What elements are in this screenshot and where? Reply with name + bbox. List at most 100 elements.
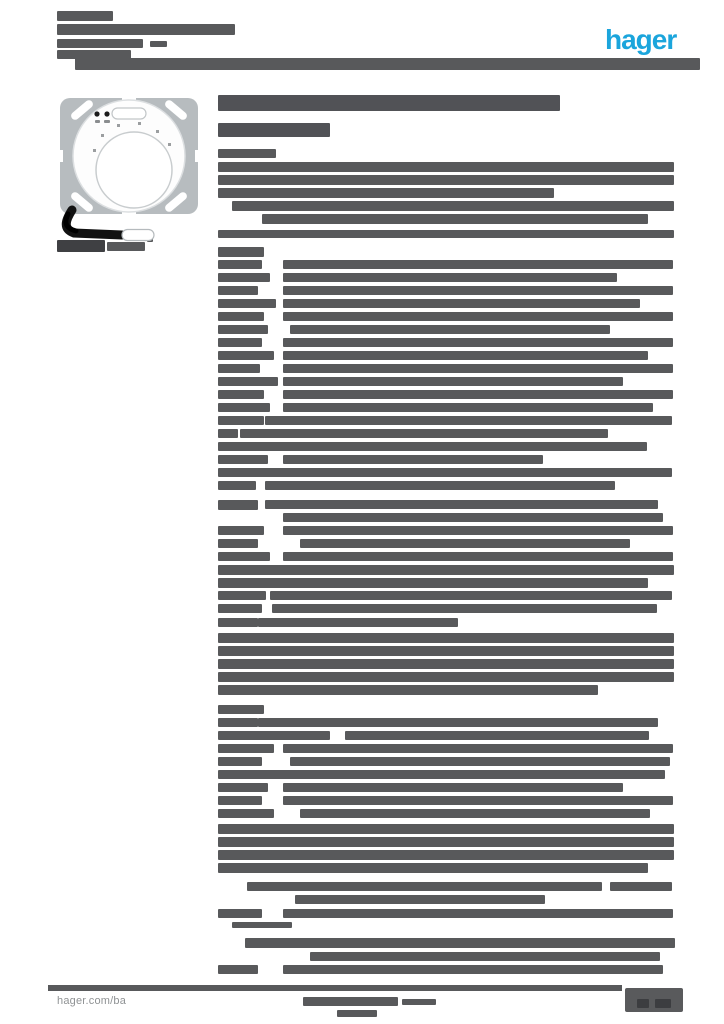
redacted-text-line	[218, 481, 256, 490]
redacted-text-line	[218, 850, 674, 860]
redacted-text-line	[218, 578, 648, 588]
redacted-text-line	[283, 513, 663, 522]
redacted-text-line	[218, 299, 276, 308]
hager-logo: hager	[605, 24, 677, 55]
redacted-text-line	[265, 416, 672, 425]
redacted-text-line	[218, 429, 238, 438]
redacted-text-line	[283, 312, 673, 321]
redacted-text-line	[300, 809, 650, 818]
redacted-text-line	[218, 783, 268, 792]
redacted-text-line	[57, 50, 131, 59]
redacted-text-line	[283, 364, 673, 373]
redacted-text-line	[283, 744, 673, 753]
redacted-text-line	[283, 455, 543, 464]
redacted-text-line	[245, 770, 665, 779]
redacted-text-line	[218, 565, 674, 575]
redacted-text-line	[218, 633, 674, 643]
redacted-text-line	[283, 260, 673, 269]
redacted-text-line	[218, 364, 260, 373]
redacted-text-line	[218, 909, 262, 918]
redacted-text-line	[218, 646, 674, 656]
redacted-text-line	[218, 286, 258, 295]
redacted-text-line	[57, 240, 105, 252]
redacted-text-line	[75, 58, 700, 70]
redacted-text-line	[218, 377, 278, 386]
redacted-text-line	[218, 965, 258, 974]
redacted-text-line	[218, 455, 268, 464]
footer-badge-mark	[637, 999, 649, 1008]
redacted-text-line	[218, 123, 330, 137]
redacted-text-line	[265, 481, 615, 490]
redacted-text-line	[290, 325, 610, 334]
redacted-text-line	[283, 299, 640, 308]
redacted-text-line	[218, 796, 262, 805]
redacted-text-line	[218, 468, 262, 477]
redacted-text-line	[218, 416, 264, 425]
redacted-text-line	[310, 952, 660, 961]
redacted-text-line	[218, 526, 264, 535]
redacted-text-line	[283, 965, 663, 974]
redacted-text-line	[57, 24, 235, 35]
redacted-text-line	[218, 659, 674, 669]
redacted-text-line	[218, 188, 554, 198]
footer-page-badge	[625, 988, 683, 1012]
redacted-text-line	[218, 260, 262, 269]
redacted-text-line	[218, 618, 258, 627]
redacted-text-line	[232, 201, 674, 211]
redacted-text-line	[150, 41, 167, 47]
redacted-text-line	[258, 718, 658, 727]
redacted-text-line	[218, 539, 258, 548]
redacted-text-line	[218, 705, 264, 714]
redacted-text-line	[218, 552, 270, 561]
redacted-text-line	[218, 731, 330, 740]
redacted-text-line	[57, 39, 143, 48]
redacted-text-line	[218, 338, 262, 347]
redacted-text-line	[283, 909, 673, 918]
redacted-text-line	[107, 242, 145, 251]
temperature-dial	[95, 131, 173, 209]
redacted-text-line	[283, 390, 673, 399]
redacted-text-line	[218, 390, 264, 399]
redacted-text-line	[218, 770, 248, 779]
redacted-text-line	[218, 604, 262, 613]
redacted-text-line	[218, 824, 674, 834]
footer-badge-mark	[655, 999, 671, 1008]
redacted-text-line	[218, 162, 674, 172]
redacted-text-line	[295, 895, 545, 904]
footer-site-link[interactable]: hager.com/ba	[57, 995, 127, 1007]
redacted-text-line	[247, 882, 602, 891]
footer-rule	[48, 985, 622, 991]
redacted-text-line	[283, 377, 623, 386]
redacted-text-line	[283, 552, 673, 561]
redacted-text-line	[218, 273, 270, 282]
redacted-text-line	[218, 757, 262, 766]
redacted-text-line	[255, 442, 647, 451]
redacted-text-line	[218, 442, 258, 451]
redacted-text-line	[218, 744, 274, 753]
redacted-text-line	[300, 539, 630, 548]
redacted-text-line	[283, 286, 673, 295]
redacted-text-line	[57, 11, 113, 21]
redacted-text-line	[337, 1010, 377, 1017]
redacted-text-line	[240, 429, 608, 438]
redacted-text-line	[283, 403, 653, 412]
redacted-text-line	[232, 922, 292, 928]
redacted-text-line	[218, 809, 274, 818]
redacted-text-line	[290, 757, 670, 766]
redacted-text-line	[218, 685, 598, 695]
redacted-text-line	[283, 796, 673, 805]
redacted-text-line	[218, 591, 266, 600]
redacted-text-line	[218, 247, 264, 257]
redacted-text-line	[218, 325, 268, 334]
sensor-tip	[121, 228, 155, 242]
redacted-text-line	[218, 95, 560, 111]
redacted-text-line	[218, 149, 276, 158]
redacted-text-line	[283, 526, 673, 535]
redacted-text-line	[218, 175, 674, 185]
redacted-text-line	[255, 468, 672, 477]
redacted-text-line	[218, 403, 270, 412]
redacted-text-line	[272, 604, 657, 613]
product-photo	[59, 97, 199, 242]
redacted-text-line	[283, 783, 623, 792]
